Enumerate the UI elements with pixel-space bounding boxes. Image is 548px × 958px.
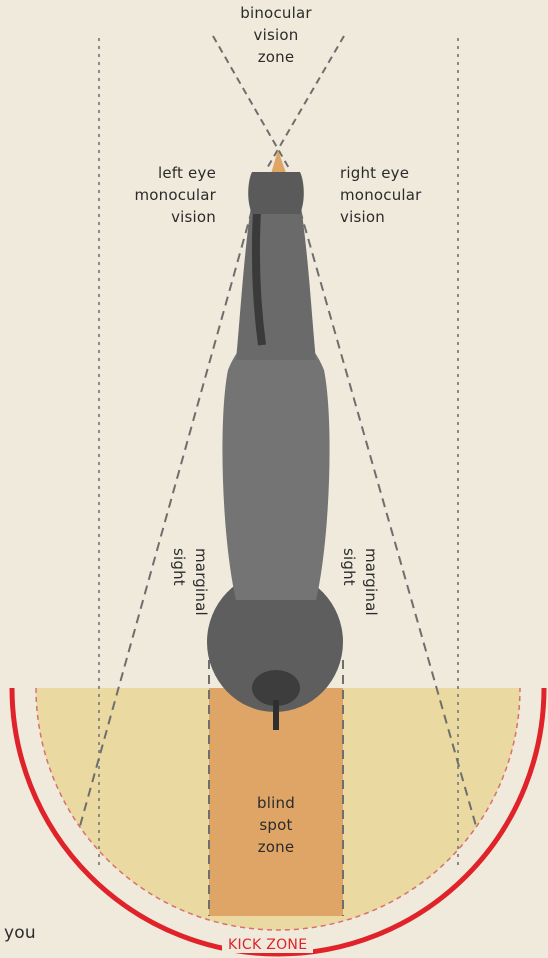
you-label: you [4, 922, 36, 944]
marginal-sight-right-label: marginal sight [338, 548, 382, 616]
blind-spot-label: blind spot zone [226, 792, 326, 858]
marginal-sight-left-label: marginal sight [168, 548, 212, 616]
binocular-label: binocular vision zone [226, 2, 326, 68]
left-eye-label: left eye monocular vision [110, 162, 216, 228]
kick-zone-label: KICK ZONE [222, 937, 313, 953]
horse-top-view [207, 172, 343, 730]
right-eye-label: right eye monocular vision [340, 162, 450, 228]
